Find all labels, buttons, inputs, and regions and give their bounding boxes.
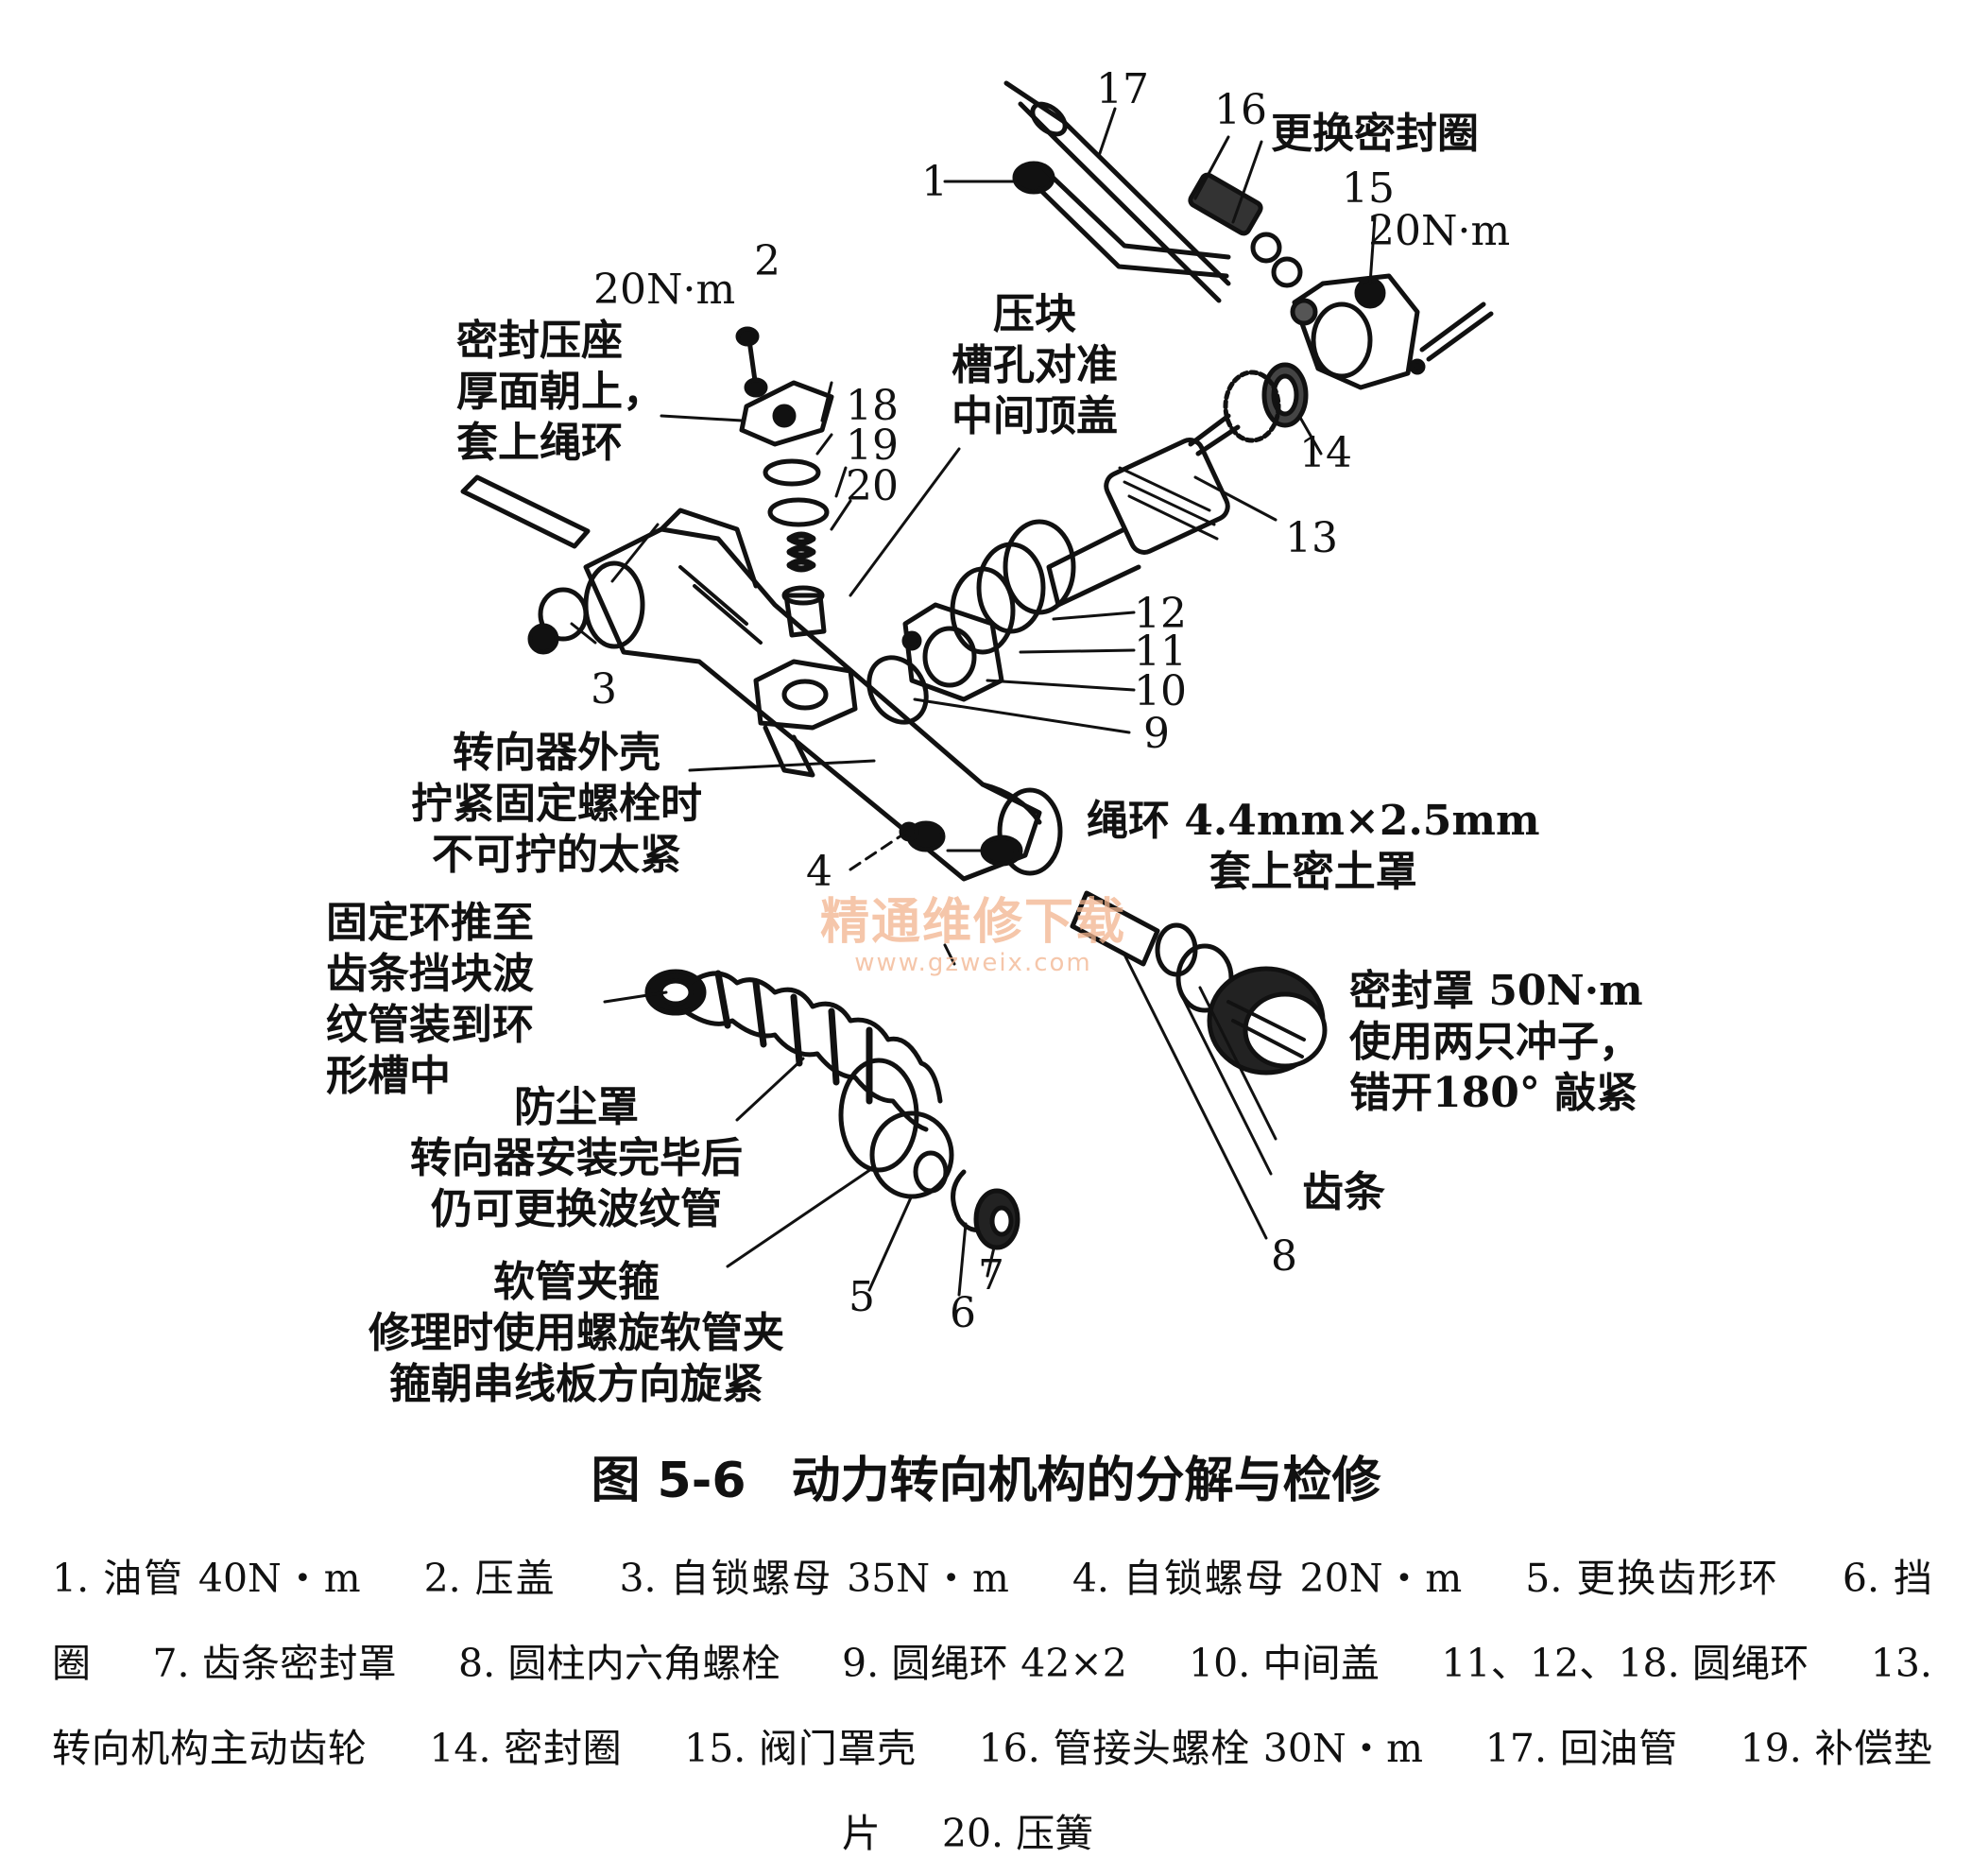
o-ring-9 xyxy=(866,655,929,725)
rack-label: 齿条 xyxy=(1302,1168,1385,1216)
label-n9: 9 xyxy=(1143,710,1170,758)
press-cover-2 xyxy=(735,326,834,447)
label-n11: 11 xyxy=(1134,628,1187,676)
legend-item: 7. 齿条密封罩 xyxy=(152,1641,397,1686)
hose-clamp-note: 软管夹箍修理时使用螺旋软管夹箍朝串线板方向旋紧 xyxy=(369,1258,784,1408)
label-n12: 12 xyxy=(1134,590,1187,638)
retaining-ring-note: 固定环推至齿条挡块波纹管装到环形槽中 xyxy=(326,899,534,1100)
hose-clamp-5 xyxy=(869,1110,954,1199)
legend-item: 2. 压盖 xyxy=(423,1556,557,1601)
shim-19 xyxy=(767,497,830,527)
o-ring-18 xyxy=(763,458,821,487)
rack-seal-cover-7 xyxy=(973,1188,1020,1250)
parts-legend: 1. 油管 40N・m 2. 压盖 3. 自锁螺母 35N・m 4. 自锁螺母 … xyxy=(52,1536,1932,1876)
label-n14: 14 xyxy=(1299,429,1352,477)
label-n3: 3 xyxy=(591,665,617,714)
oil-pipe-1 xyxy=(1012,161,1231,279)
watermark: 精通维修下载 www.gzweix.com xyxy=(820,893,1127,978)
legend-item: 5. 更换齿形环 xyxy=(1525,1556,1779,1601)
return-oil-pipe-17 xyxy=(1003,80,1231,303)
legend-item: 14. 密封圈 xyxy=(429,1726,623,1771)
legend-item: 19. 补偿垫片 xyxy=(841,1726,1932,1856)
label-n5: 5 xyxy=(849,1273,875,1321)
label-n1: 1 xyxy=(921,158,948,206)
legend-item: 17. 回油管 xyxy=(1484,1726,1678,1771)
label-n16: 16 xyxy=(1214,86,1267,134)
seal-cover xyxy=(1207,966,1328,1076)
legend-item: 10. 中间盖 xyxy=(1189,1641,1380,1686)
legend-item: 9. 圆绳环 42×2 xyxy=(842,1641,1127,1686)
pinion-13 xyxy=(1046,413,1241,608)
dust-boot-note: 防尘罩转向器安装完毕后仍可更换波纹管 xyxy=(410,1083,743,1233)
valve-housing-15 xyxy=(1290,273,1420,390)
legend-item: 13. 转向机构主动齿轮 xyxy=(52,1641,1932,1771)
housing-note: 转向器外壳拧紧固定螺栓时不可拧的太紧 xyxy=(411,729,702,879)
valve-housing-bolt xyxy=(1409,301,1494,375)
legend-item: 3. 自锁螺母 35N・m xyxy=(619,1556,1009,1601)
spring-20 xyxy=(786,531,816,573)
legend-item: 4. 自锁螺母 20N・m xyxy=(1072,1556,1463,1601)
nut-3 xyxy=(527,587,589,655)
legend-item: 15. 阀门罩壳 xyxy=(684,1726,917,1771)
pressure-block xyxy=(781,585,827,638)
banjo-bolt-16 xyxy=(1188,172,1303,288)
label-n2: 2 xyxy=(754,237,780,285)
pressure-block-note: 压块槽孔对准中间顶盖 xyxy=(952,290,1118,440)
legend-item: 16. 管接头螺栓 30N・m xyxy=(978,1726,1424,1771)
exploded-view-drawing xyxy=(460,80,1494,1297)
label-n20: 20 xyxy=(846,462,899,510)
figure-title: 动力转向机构的分解与检修 xyxy=(791,1453,1381,1509)
figure-number: 图 5-6 xyxy=(591,1453,746,1509)
seal-ring-14 xyxy=(1223,362,1309,443)
label-n13: 13 xyxy=(1285,514,1338,562)
label-n17: 17 xyxy=(1096,65,1149,113)
legend-item: 11、12、18. 圆绳环 xyxy=(1441,1641,1809,1686)
dust-boot-bellows xyxy=(644,969,943,1173)
label-n15: 15 xyxy=(1342,164,1395,213)
label-n7: 7 xyxy=(978,1251,1004,1299)
figure-caption: 图 5-6 动力转向机构的分解与检修 xyxy=(0,1451,1972,1511)
label-n19: 19 xyxy=(846,422,899,470)
label-n4: 4 xyxy=(806,848,832,896)
label-n18: 18 xyxy=(846,382,899,430)
torque-label-15: 20N·m xyxy=(1368,207,1511,255)
label-n8: 8 xyxy=(1271,1232,1297,1281)
leader-lines xyxy=(570,107,1377,1297)
torque-label-2: 20N·m xyxy=(593,266,736,314)
legend-item: 1. 油管 40N・m xyxy=(52,1556,361,1601)
legend-item: 20. 压簧 xyxy=(941,1811,1094,1856)
replace-seal-label: 更换密封圈 xyxy=(1271,110,1479,158)
label-n10: 10 xyxy=(1134,667,1187,715)
legend-item: 6. 挡圈 xyxy=(52,1556,1932,1686)
label-n6: 6 xyxy=(950,1289,976,1337)
nut-4 xyxy=(899,820,946,852)
seal-seat-note: 密封压座厚面朝上，套上绳环 xyxy=(456,317,664,467)
legend-item: 8. 圆柱内六角螺栓 xyxy=(458,1641,780,1686)
